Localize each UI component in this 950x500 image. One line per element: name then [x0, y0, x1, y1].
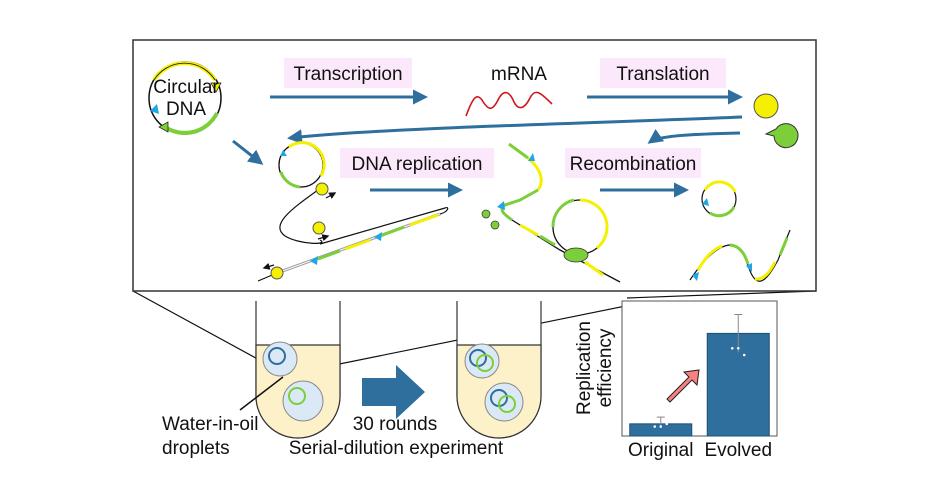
recombinase-protein-icon: [764, 123, 799, 149]
data-point: [736, 346, 740, 350]
droplets-label-2: droplets: [162, 438, 230, 459]
recombination-intermediate: [481, 142, 621, 283]
data-point: [730, 346, 734, 350]
tube-after: [456, 301, 542, 439]
experiment-label: Serial-dilution experiment: [289, 438, 504, 459]
chart-ylabel-2: efficiency: [595, 328, 616, 407]
rounds-label: 30 rounds: [353, 414, 438, 435]
recombination-products: [689, 180, 791, 282]
translation-label-bg: [600, 58, 726, 88]
droplets-label-1: Water-in-oil: [162, 414, 258, 435]
droplet-pointer-line: [239, 376, 284, 411]
recombination-label: Recombination: [570, 154, 697, 175]
protein-to-recombination-arrow: [647, 128, 741, 144]
protein-to-replication-arrow: [287, 115, 743, 145]
circular-dna-label-1: Circular: [153, 77, 219, 98]
data-point: [742, 353, 746, 357]
recombination-label-bg: [565, 148, 701, 178]
data-point: [659, 425, 663, 428]
replication-efficiency-chart: Replication efficiency Original Evolved: [574, 300, 778, 461]
data-point: [730, 326, 734, 330]
serial-dilution-arrow-icon: [362, 365, 425, 419]
tube-before: [255, 301, 341, 439]
mrna-label: mRNA: [491, 64, 547, 85]
dna-replication-label-bg: [340, 148, 494, 178]
data-point: [665, 422, 669, 426]
transcription-label: Transcription: [293, 64, 402, 85]
improvement-arrow-icon: [666, 369, 700, 403]
rolling-circle-replication: [257, 141, 449, 282]
replicase-protein-icon: [753, 93, 779, 119]
dna-to-replication-arrow: [232, 139, 264, 165]
mrna-wave-icon: [465, 91, 553, 117]
translation-label: Translation: [616, 64, 709, 85]
circular-dna: Circular DNA: [148, 61, 222, 135]
circular-dna-label-2: DNA: [166, 99, 206, 120]
chart-category-evolved: Evolved: [704, 440, 772, 461]
chart-ylabel-1: Replication: [574, 321, 595, 415]
dna-replication-label: DNA replication: [352, 154, 483, 175]
data-point: [653, 418, 657, 422]
data-point: [736, 306, 740, 310]
transcription-label-bg: [284, 58, 412, 88]
data-point: [653, 425, 657, 428]
chart-category-original: Original: [628, 440, 693, 461]
